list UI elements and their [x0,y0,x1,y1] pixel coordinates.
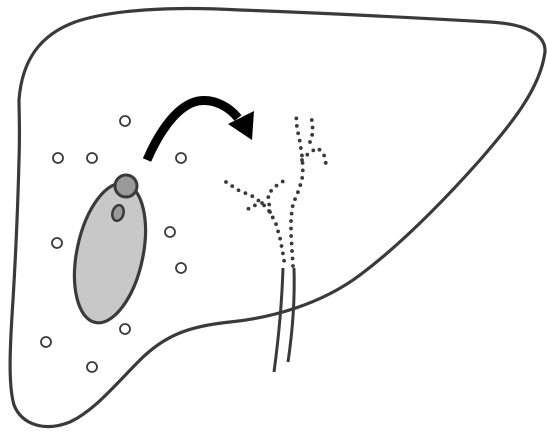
duct-dot [310,133,314,137]
duct-dot [250,194,254,198]
duct-dot [247,207,251,211]
duct-dot [296,131,300,135]
duct-dot [269,189,273,193]
duct-dot [289,234,293,238]
duct-dot [289,219,293,223]
duct-dot [301,168,305,172]
duct-dot [300,154,304,158]
duct-dot [324,161,328,165]
duct-dot [275,184,279,188]
duct-dot [290,249,294,253]
duct-dot [293,197,297,201]
duct-dot [300,158,304,162]
duct-dot [278,237,282,241]
duct-dot [291,204,295,208]
duct-dot [253,203,257,207]
small-circle [41,337,51,347]
duct-dot [291,264,295,268]
duct-dot [298,183,302,187]
duct-dot [257,199,261,203]
common-bile-duct-right-line [288,268,294,362]
duct-dot [311,126,315,130]
duct-dot [266,195,270,199]
small-circle [52,238,62,248]
duct-dot [296,190,300,194]
duct-dot [290,242,294,246]
duct-dot [237,188,241,192]
duct-dot [311,148,315,152]
common-bile-duct-left-line [274,268,283,372]
small-circle [165,227,175,237]
small-circle [176,153,186,163]
duct-dot [295,124,299,128]
duct-dot [224,180,228,184]
duct-dot [260,201,264,205]
duct-dot [318,148,322,152]
duct-dot [282,259,286,263]
duct-dot [230,184,234,188]
duct-dot [281,251,285,255]
duct-dot [276,229,280,233]
arrow-shaft [147,100,238,160]
gallbladder-body [63,177,157,330]
duct-dot [294,117,298,121]
small-circle [176,263,186,273]
duct-dot [298,139,302,143]
common-bile-duct-icon [274,268,294,372]
duct-dot [267,203,271,207]
small-circle [120,324,130,334]
duct-dot [300,176,304,180]
duct-dot [289,227,293,231]
duct-dot [271,216,275,220]
duct-dot [322,154,326,158]
gallbladder-icon [63,175,157,329]
duct-dot [299,146,303,150]
small-circle [53,153,63,163]
duct-dot [305,153,309,157]
duct-dot [290,212,294,216]
duct-dot [281,180,285,184]
duct-dot [268,210,272,214]
small-circle [87,362,97,372]
duct-dot [291,257,295,261]
small-circle [87,153,97,163]
duct-dot [308,140,312,144]
dotted-bile-duct-icon [224,117,328,268]
small-circle [120,116,130,126]
curved-arrow-icon [147,100,254,160]
duct-dot [244,191,248,195]
duct-dot [310,118,314,122]
duct-dot [274,222,278,226]
duct-dot [280,244,284,248]
gallbladder-neck [115,175,137,197]
